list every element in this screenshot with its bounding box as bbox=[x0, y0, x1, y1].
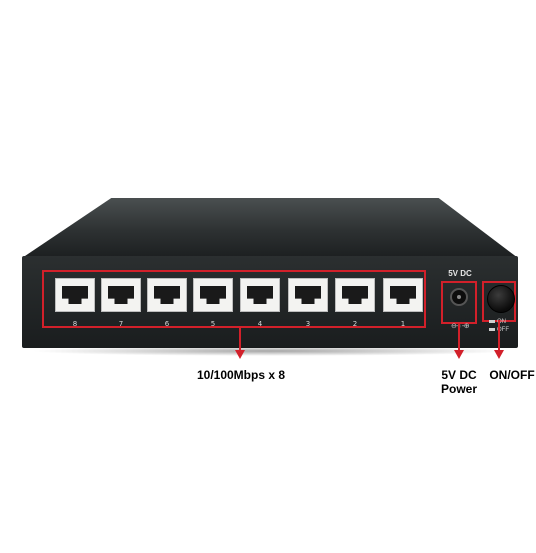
onoff-highlight-frame bbox=[482, 281, 516, 322]
port-number-label: 6 bbox=[164, 320, 170, 328]
off-legend-row: OFF bbox=[489, 326, 509, 334]
on-text: ON bbox=[497, 319, 506, 325]
dc-power-caption: 5V DC Power bbox=[432, 368, 486, 396]
ethernet-port-8 bbox=[55, 278, 95, 312]
rj45-jack bbox=[390, 286, 416, 304]
ethernet-port-7 bbox=[101, 278, 141, 312]
off-marker bbox=[489, 327, 495, 331]
onoff-caption: ON/OFF bbox=[489, 368, 535, 382]
port-number-label: 4 bbox=[257, 320, 263, 328]
onoff-arrow-head bbox=[494, 350, 504, 359]
dc-caption-line2: Power bbox=[440, 382, 477, 396]
ethernet-port-3 bbox=[288, 278, 328, 312]
ethernet-port-5 bbox=[193, 278, 233, 312]
ethernet-port-4 bbox=[240, 278, 280, 312]
rj45-jack bbox=[154, 286, 180, 304]
rj45-jack bbox=[62, 286, 88, 304]
rj45-jack bbox=[295, 286, 321, 304]
device-top-surface bbox=[22, 198, 518, 258]
device-shadow bbox=[30, 346, 512, 356]
ports-callout-line bbox=[239, 328, 241, 352]
rj45-jack bbox=[108, 286, 134, 304]
polarity-symbol: ⊖-◐-⊕ bbox=[450, 323, 470, 330]
port-number-label: 7 bbox=[118, 320, 124, 328]
ports-caption: 10/100Mbps x 8 bbox=[196, 368, 286, 382]
onoff-callout-line bbox=[498, 322, 500, 352]
port-number-label: 3 bbox=[305, 320, 311, 328]
port-number-label: 5 bbox=[210, 320, 216, 328]
ports-arrow-head bbox=[235, 350, 245, 359]
on-marker bbox=[489, 319, 495, 323]
port-number-label: 8 bbox=[72, 320, 78, 328]
rj45-jack bbox=[247, 286, 273, 304]
on-legend-row: ON bbox=[489, 318, 509, 326]
port-number-label: 1 bbox=[400, 320, 406, 328]
ethernet-port-6 bbox=[147, 278, 187, 312]
rj45-jack bbox=[342, 286, 368, 304]
dc-arrow-head bbox=[454, 350, 464, 359]
dc-jack-pin bbox=[457, 295, 461, 299]
power-button bbox=[487, 285, 515, 313]
ethernet-port-1 bbox=[383, 278, 423, 312]
dc-callout-line bbox=[458, 324, 460, 352]
ports-highlight-frame bbox=[42, 270, 426, 328]
dc-power-highlight-frame bbox=[441, 281, 477, 324]
rj45-jack bbox=[200, 286, 226, 304]
off-text: OFF bbox=[497, 327, 509, 333]
port-number-label: 2 bbox=[352, 320, 358, 328]
dc-input-label: 5V DC bbox=[448, 269, 472, 278]
ethernet-port-2 bbox=[335, 278, 375, 312]
dc-caption-line1: 5V DC bbox=[441, 368, 477, 382]
onoff-legend: ON OFF bbox=[489, 318, 509, 334]
